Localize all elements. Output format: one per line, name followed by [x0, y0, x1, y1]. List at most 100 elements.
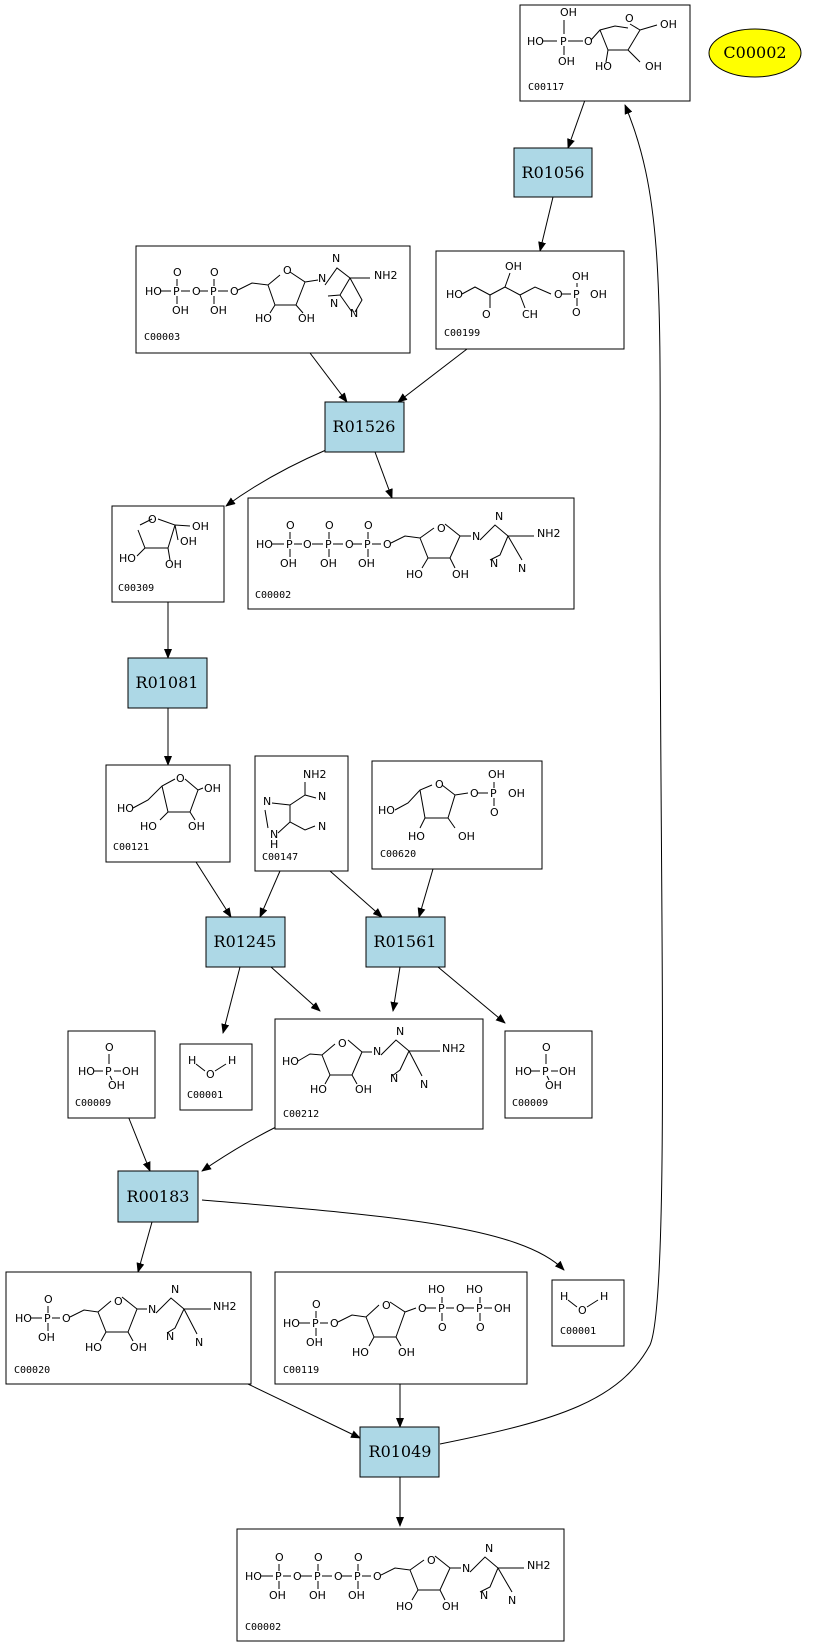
atom-label: OH: [348, 1589, 365, 1602]
compound-c002a[interactable]: HO P O P O P O O O O OH OH OH O N N NH2 …: [247, 497, 575, 610]
atom-label: O: [275, 1551, 284, 1564]
atom-label: O: [230, 285, 239, 298]
atom-label: O: [418, 1302, 427, 1315]
compound-box: [274, 1271, 528, 1385]
compound-label: C00119: [283, 1365, 319, 1376]
structure-ribose-5-phosphate: OH HO P O OH O OH HO OH: [527, 6, 677, 73]
compound-c309[interactable]: O OH OH HO OH C00309: [111, 505, 225, 603]
structure-nad: HO P O P O O O OH OH O N N NH2 N N HO OH: [145, 252, 398, 325]
compound-c001b[interactable]: H O H C00001: [551, 1279, 625, 1347]
atom-label: HO: [310, 1083, 327, 1096]
compound-c009a[interactable]: O HO P OH OH C00009: [67, 1030, 156, 1119]
compound-c009b[interactable]: O HO P OH OH C00009: [504, 1030, 593, 1119]
atom-label: P: [354, 1570, 361, 1583]
atom-label: OH: [558, 55, 575, 68]
atom-label: N: [318, 790, 326, 803]
reaction-r1049[interactable]: R01049: [359, 1426, 440, 1478]
edge-r1561-c009b: [437, 966, 506, 1024]
atom-label: OH: [204, 782, 221, 795]
atom-label: O: [470, 787, 479, 800]
structure-adenosine: HO O N N NH2 N N HO OH: [282, 1025, 466, 1096]
compound-label: C00020: [14, 1365, 50, 1376]
edge-r1049-c117: [439, 104, 663, 1445]
compound-c212[interactable]: HO O N N NH2 N N HO OH C00212: [274, 1018, 484, 1130]
reaction-r1526[interactable]: R01526: [324, 401, 405, 453]
edge-c147-r1245: [259, 870, 281, 918]
atom-label: O: [314, 1551, 323, 1564]
compound-c147[interactable]: NH2 N N N N H C00147: [254, 755, 349, 872]
atom-label: OH: [192, 520, 209, 533]
compound-box: [5, 1271, 252, 1385]
atom-label: O: [206, 1068, 215, 1081]
atom-label: OH: [180, 535, 197, 548]
atom-label: NH2: [213, 1300, 237, 1313]
atom-label: P: [560, 35, 567, 48]
atom-label: O: [382, 1299, 391, 1312]
reaction-box: [359, 1426, 440, 1478]
highlight-ellipse: [708, 28, 802, 78]
atom-label: N: [485, 1542, 493, 1555]
compound-c020[interactable]: HO P O O OH O N N NH2 N N HO OH C00020: [5, 1271, 252, 1385]
compound-box: [247, 497, 575, 610]
atom-label: N: [480, 1589, 488, 1602]
compound-box: [274, 1018, 484, 1130]
atom-label: NH2: [374, 269, 398, 282]
atom-label: NH2: [442, 1042, 466, 1055]
atom-label: O: [435, 778, 444, 791]
atom-label: N: [148, 1303, 156, 1316]
edge-c117-r1056: [567, 99, 586, 149]
atom-label: HO: [466, 1283, 483, 1296]
reaction-box: [117, 1170, 199, 1223]
atom-label: P: [573, 288, 580, 301]
atom-label: O: [325, 519, 334, 532]
atom-label: O: [330, 1317, 339, 1330]
reaction-r1056[interactable]: R01056: [513, 147, 593, 198]
atom-label: P: [542, 1065, 549, 1078]
edge-r1526-c002a: [374, 451, 393, 499]
atom-label: OH: [358, 557, 375, 570]
structure-prpp: HO P O O OH O O P O P OH HO HO O O HO OH: [283, 1283, 511, 1359]
reaction-r1081[interactable]: R01081: [127, 657, 208, 709]
atom-label: OH: [458, 830, 475, 843]
compound-c199[interactable]: HO O OH CH O P OH OH O C00199: [435, 250, 625, 350]
compound-label: C00009: [75, 1098, 111, 1109]
atom-label: O: [383, 538, 392, 551]
atom-label: HO: [119, 552, 136, 565]
atom-label: N: [495, 510, 503, 523]
atom-label: O: [62, 1312, 71, 1325]
atom-label: OH: [645, 60, 662, 73]
atom-label: O: [44, 1293, 53, 1306]
atom-label: O: [554, 288, 563, 301]
atom-label: OH: [309, 1589, 326, 1602]
atom-label: OH: [122, 1065, 139, 1078]
compound-c121[interactable]: O OH HO HO OH C00121: [105, 764, 231, 863]
compound-c001a[interactable]: H O H C00001: [179, 1043, 253, 1111]
atom-label: O: [210, 266, 219, 279]
compound-c620[interactable]: O O P OH OH O HO HO OH C00620: [371, 760, 543, 870]
atom-label: P: [312, 1317, 319, 1330]
edge-c009a-r0183: [127, 1115, 151, 1172]
compound-c119[interactable]: HO P O O OH O O P O P OH HO HO O O HO OH…: [274, 1271, 528, 1385]
edge-r1245-c212: [270, 966, 321, 1012]
structure-phosphate-a: O HO P OH OH: [78, 1041, 139, 1092]
reaction-r0183[interactable]: R00183: [117, 1170, 199, 1223]
atom-label: N: [396, 1025, 404, 1038]
highlight-node-c00002[interactable]: C00002: [708, 28, 802, 78]
reaction-label: R01049: [369, 1442, 432, 1461]
compound-label: C00147: [262, 852, 298, 863]
atom-label: HO: [15, 1312, 32, 1325]
atom-label: O: [192, 285, 201, 298]
reaction-r1245[interactable]: R01245: [205, 916, 286, 968]
reaction-r1561[interactable]: R01561: [365, 916, 446, 968]
compound-c002b[interactable]: HO P O P O P O O O O OH OH OH O N N NH2 …: [236, 1528, 565, 1642]
compound-label: C00620: [380, 849, 416, 860]
compound-c117[interactable]: OH HO P O OH O OH HO OH C00117: [519, 4, 691, 102]
atom-label: N: [518, 562, 526, 575]
atom-label: OH: [452, 568, 469, 581]
reaction-label: R01526: [333, 417, 396, 436]
atom-label: OH: [398, 1346, 415, 1359]
compound-c003[interactable]: HO P O P O O O OH OH O N N NH2 N N HO OH…: [135, 245, 411, 354]
atom-label: O: [572, 306, 581, 319]
atom-label: HO: [406, 568, 423, 581]
atom-label: HO: [396, 1600, 413, 1613]
